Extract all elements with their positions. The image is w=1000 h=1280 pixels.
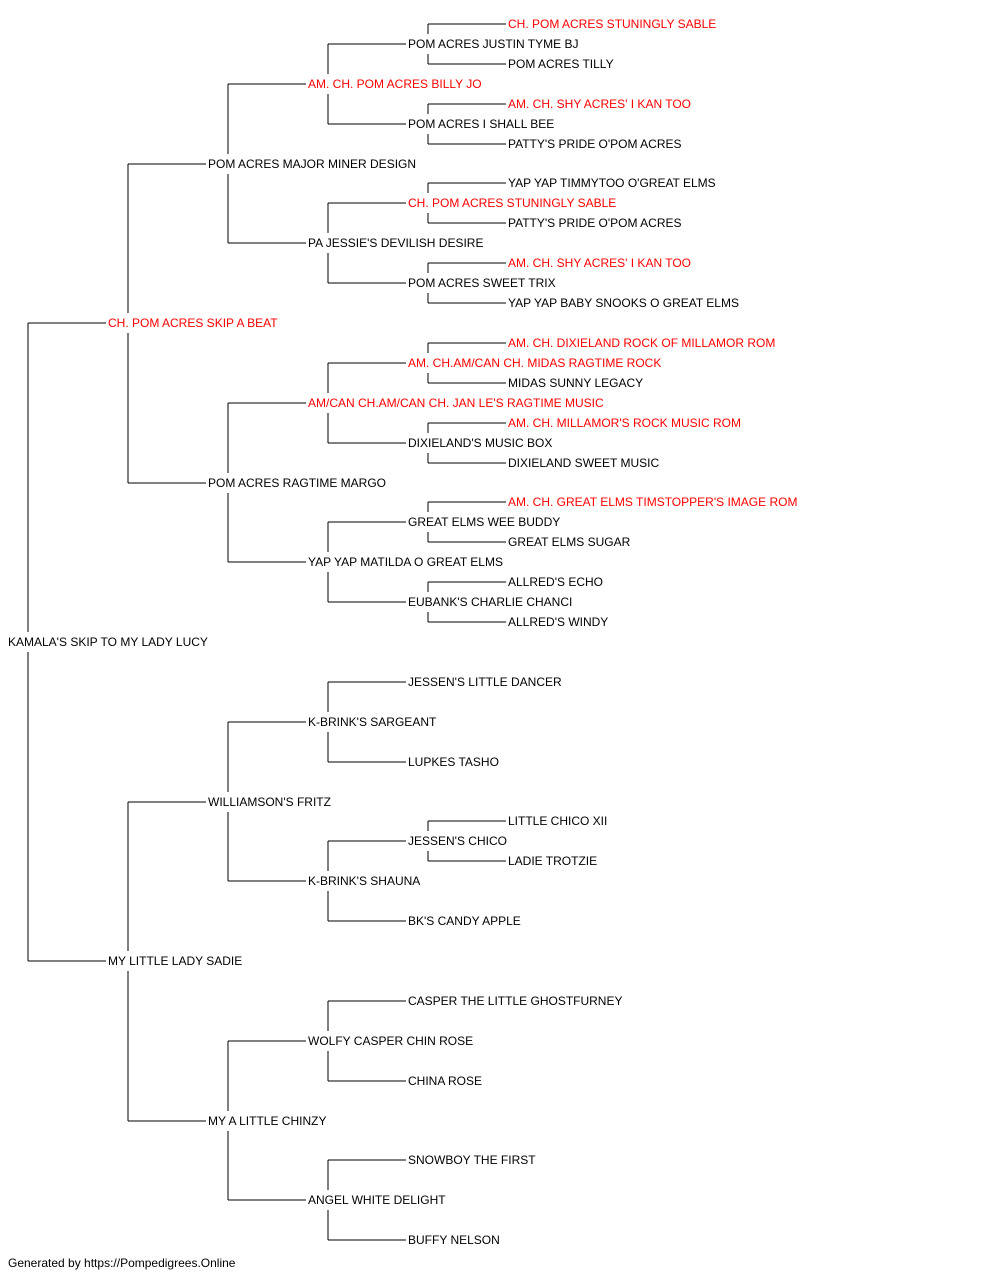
dam-name: LADIE TROTZIE [508, 854, 597, 868]
dam-name: GREAT ELMS SUGAR [508, 535, 631, 549]
sire-name: AM/CAN CH.AM/CAN CH. JAN LE'S RAGTIME MU… [308, 396, 604, 410]
dam-name: PATTY'S PRIDE O'POM ACRES [508, 137, 682, 151]
sire-name: WILLIAMSON'S FRITZ [208, 795, 331, 809]
dam-name: LUPKES TASHO [408, 755, 499, 769]
dam-name: POM ACRES I SHALL BEE [408, 117, 554, 131]
sire-name: K-BRINK'S SARGEANT [308, 715, 437, 729]
sire-name: JESSEN'S CHICO [408, 834, 507, 848]
sire-name: WOLFY CASPER CHIN ROSE [308, 1034, 473, 1048]
dam-name: MY LITTLE LADY SADIE [108, 954, 242, 968]
sire-name: AM. CH. SHY ACRES' I KAN TOO [508, 256, 691, 270]
sire-name: CH. POM ACRES SKIP A BEAT [108, 316, 278, 330]
dam-name: MIDAS SUNNY LEGACY [508, 376, 643, 390]
dam-name: YAP YAP MATILDA O GREAT ELMS [308, 555, 503, 569]
sire-name: ALLRED'S ECHO [508, 575, 603, 589]
dam-name: DIXIELAND'S MUSIC BOX [408, 436, 552, 450]
dam-name: PA JESSIE'S DEVILISH DESIRE [308, 236, 483, 250]
dam-name: YAP YAP BABY SNOOKS O GREAT ELMS [508, 296, 739, 310]
dam-name: POM ACRES SWEET TRIX [408, 276, 556, 290]
dam-name: POM ACRES TILLY [508, 57, 614, 71]
dam-name: MY A LITTLE CHINZY [208, 1114, 326, 1128]
dam-name: EUBANK'S CHARLIE CHANCI [408, 595, 572, 609]
sire-name: CH. POM ACRES STUNINGLY SABLE [508, 17, 716, 31]
sire-name: CASPER THE LITTLE GHOSTFURNEY [408, 994, 622, 1008]
sire-name: AM. CH. MILLAMOR'S ROCK MUSIC ROM [508, 416, 741, 430]
generated-by-footer: Generated by https://Pompedigrees.Online [8, 1256, 236, 1270]
sire-name: AM. CH. POM ACRES BILLY JO [308, 77, 482, 91]
sire-name: GREAT ELMS WEE BUDDY [408, 515, 560, 529]
sire-name: AM. CH. DIXIELAND ROCK OF MILLAMOR ROM [508, 336, 775, 350]
subject-dog-name: KAMALA'S SKIP TO MY LADY LUCY [8, 635, 208, 649]
sire-name: JESSEN'S LITTLE DANCER [408, 675, 562, 689]
sire-name: YAP YAP TIMMYTOO O'GREAT ELMS [508, 176, 716, 190]
sire-name: AM. CH. GREAT ELMS TIMSTOPPER'S IMAGE RO… [508, 495, 797, 509]
sire-name: CH. POM ACRES STUNINGLY SABLE [408, 196, 616, 210]
sire-name: POM ACRES JUSTIN TYME BJ [408, 37, 578, 51]
sire-name: SNOWBOY THE FIRST [408, 1153, 536, 1167]
sire-name: POM ACRES MAJOR MINER DESIGN [208, 157, 416, 171]
sire-name: LITTLE CHICO XII [508, 814, 607, 828]
sire-name: AM. CH. SHY ACRES' I KAN TOO [508, 97, 691, 111]
dam-name: POM ACRES RAGTIME MARGO [208, 476, 386, 490]
dam-name: BK'S CANDY APPLE [408, 914, 521, 928]
dam-name: ANGEL WHITE DELIGHT [308, 1193, 446, 1207]
dam-name: K-BRINK'S SHAUNA [308, 874, 420, 888]
dam-name: ALLRED'S WINDY [508, 615, 608, 629]
dam-name: BUFFY NELSON [408, 1233, 500, 1247]
dam-name: PATTY'S PRIDE O'POM ACRES [508, 216, 682, 230]
dam-name: DIXIELAND SWEET MUSIC [508, 456, 659, 470]
sire-name: AM. CH.AM/CAN CH. MIDAS RAGTIME ROCK [408, 356, 661, 370]
dam-name: CHINA ROSE [408, 1074, 482, 1088]
